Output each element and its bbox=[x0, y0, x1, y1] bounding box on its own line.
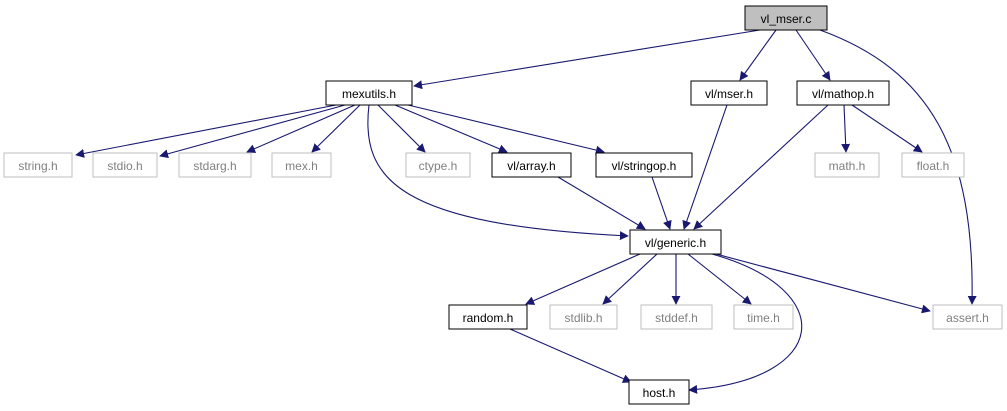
node-box bbox=[3, 152, 73, 178]
edges-layer bbox=[75, 29, 977, 394]
node-label: ctype.h bbox=[419, 159, 458, 173]
node-label: random.h bbox=[463, 311, 514, 325]
node-box bbox=[405, 152, 471, 178]
node-box bbox=[178, 152, 252, 178]
node-label: stdarg.h bbox=[193, 159, 236, 173]
node-box bbox=[629, 229, 722, 255]
edge-random-h-to-host-h bbox=[509, 328, 632, 383]
node-random-h[interactable]: random.h bbox=[448, 304, 528, 330]
edge-mexutils-h-to-ctype-h bbox=[377, 104, 426, 153]
node-box bbox=[271, 152, 332, 178]
node-ctype-h: ctype.h bbox=[405, 152, 471, 178]
node-box bbox=[733, 304, 794, 330]
node-box bbox=[690, 80, 768, 106]
node-box bbox=[325, 80, 413, 106]
edge-vl-generic-h-to-host-h bbox=[688, 253, 803, 394]
edge-vl-mser-c-to-vl-mathop-h bbox=[795, 29, 831, 81]
node-box bbox=[744, 5, 828, 31]
edge-vl-mser-c-to-mexutils-h bbox=[413, 29, 761, 90]
node-float-h: float.h bbox=[901, 152, 965, 178]
node-assert-h: assert.h bbox=[932, 304, 1003, 330]
node-vl-mser-h[interactable]: vl/mser.h bbox=[690, 80, 768, 106]
node-vl-mathop-h[interactable]: vl/mathop.h bbox=[796, 80, 890, 106]
edge-vl-mser-h-to-vl-generic-h bbox=[682, 104, 728, 230]
edge-vl-array-h-to-vl-generic-h bbox=[557, 176, 646, 230]
node-label: vl/generic.h bbox=[645, 236, 706, 250]
node-label: stddef.h bbox=[655, 311, 698, 325]
edge-mexutils-h-to-stdarg-h bbox=[246, 104, 356, 153]
node-box bbox=[595, 152, 693, 178]
node-string-h: string.h bbox=[3, 152, 73, 178]
edge-vl-generic-h-to-stdlib-h bbox=[602, 253, 658, 305]
edge-vl-generic-h-to-assert-h bbox=[715, 253, 931, 314]
nodes-layer: vl_mser.c mexutils.h vl/mser.h vl/mathop.h s… bbox=[3, 5, 1003, 405]
edge-vl-mser-c-to-vl-mser-h bbox=[739, 29, 777, 81]
edge-vl-stringop-h-to-vl-generic-h bbox=[651, 176, 672, 230]
node-mexutils-h[interactable]: mexutils.h bbox=[325, 80, 413, 106]
edge-mexutils-h-to-stdio-h bbox=[159, 104, 346, 159]
node-box bbox=[814, 152, 880, 178]
node-label: string.h bbox=[18, 159, 57, 173]
node-box bbox=[491, 152, 572, 178]
edge-vl-mathop-h-to-float-h bbox=[851, 104, 923, 153]
node-stdarg-h: stdarg.h bbox=[178, 152, 252, 178]
node-stdio-h: stdio.h bbox=[92, 152, 158, 178]
node-label: mexutils.h bbox=[342, 87, 396, 101]
node-box bbox=[448, 304, 528, 330]
edge-mexutils-h-to-vl-array-h bbox=[394, 104, 508, 154]
node-time-h: time.h bbox=[733, 304, 794, 330]
node-stddef-h: stddef.h bbox=[640, 304, 713, 330]
node-box bbox=[92, 152, 158, 178]
edge-vl-mathop-h-to-vl-generic-h bbox=[693, 104, 829, 230]
node-label: time.h bbox=[747, 311, 780, 325]
edge-mexutils-h-to-string-h bbox=[75, 104, 337, 158]
edge-vl-mser-c-to-assert-h bbox=[819, 29, 977, 305]
edge-vl-generic-h-to-random-h bbox=[525, 253, 641, 305]
node-label: mex.h bbox=[285, 159, 318, 173]
node-box bbox=[640, 304, 713, 330]
node-label: stdlib.h bbox=[564, 311, 602, 325]
node-label: vl_mser.c bbox=[761, 12, 812, 26]
node-label: vl/stringop.h bbox=[612, 159, 677, 173]
node-label: assert.h bbox=[946, 311, 989, 325]
edge-vl-generic-h-to-time-h bbox=[687, 253, 752, 305]
node-vl-array-h[interactable]: vl/array.h bbox=[491, 152, 572, 178]
node-label: math.h bbox=[829, 159, 866, 173]
node-box bbox=[901, 152, 965, 178]
edge-mexutils-h-to-vl-generic-h bbox=[367, 104, 629, 241]
node-box bbox=[796, 80, 890, 106]
node-box bbox=[549, 304, 618, 330]
node-mex-h: mex.h bbox=[271, 152, 332, 178]
node-vl-mser-c[interactable]: vl_mser.c bbox=[744, 5, 828, 31]
edge-mexutils-h-to-vl-stringop-h bbox=[407, 104, 605, 155]
node-box bbox=[932, 304, 1003, 330]
node-stdlib-h: stdlib.h bbox=[549, 304, 618, 330]
node-label: float.h bbox=[917, 159, 950, 173]
node-vl-generic-h[interactable]: vl/generic.h bbox=[629, 229, 722, 255]
edge-vl-mathop-h-to-math-h bbox=[841, 104, 851, 153]
node-label: vl/array.h bbox=[507, 159, 555, 173]
node-label: host.h bbox=[643, 386, 676, 400]
node-vl-stringop-h[interactable]: vl/stringop.h bbox=[595, 152, 693, 178]
edge-mexutils-h-to-mex-h bbox=[311, 104, 361, 153]
node-box bbox=[628, 379, 690, 405]
node-label: vl/mathop.h bbox=[812, 87, 874, 101]
node-math-h: math.h bbox=[814, 152, 880, 178]
node-label: vl/mser.h bbox=[705, 87, 753, 101]
node-label: stdio.h bbox=[107, 159, 142, 173]
node-host-h[interactable]: host.h bbox=[628, 379, 690, 405]
